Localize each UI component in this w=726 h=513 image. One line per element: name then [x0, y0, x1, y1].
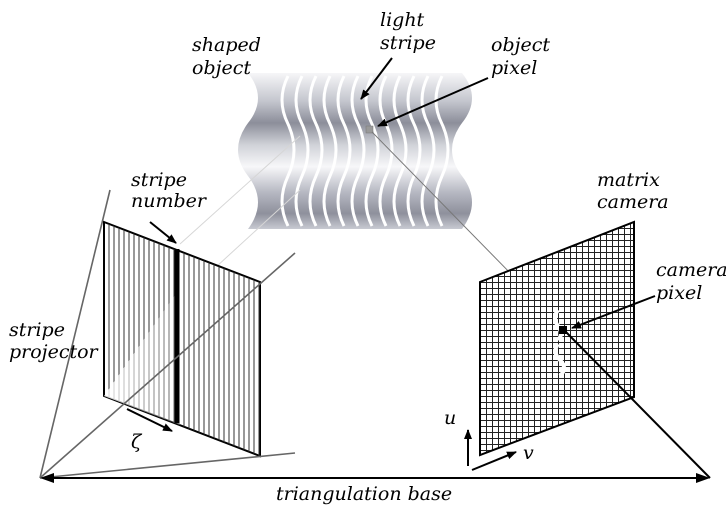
upper-faint-ray	[179, 135, 301, 245]
object-stripe	[350, 75, 366, 227]
label-stripe-projector: stripe projector	[9, 319, 100, 363]
label-shaped-object: shaped object	[192, 34, 267, 79]
triangulation-base	[40, 473, 710, 483]
projector-ray-middle	[39, 252, 296, 479]
imaged-stripe	[553, 308, 566, 378]
camera-pixel-pointer	[571, 295, 656, 329]
label-zeta: ζ	[131, 431, 143, 453]
label-u: u	[444, 407, 456, 429]
camera-pixel-ray	[563, 329, 711, 479]
projector-plane	[103, 220, 261, 458]
label-light-stripe: light stripe	[380, 9, 436, 54]
projector-ray-top	[39, 189, 111, 479]
object-pixel-marker	[365, 125, 374, 134]
label-camera-pixel: camera pixel	[656, 259, 726, 304]
camera-pixel-marker	[559, 326, 567, 334]
stripe-number-pointer	[149, 221, 177, 244]
light-sheet	[104, 288, 180, 425]
zeta-arrow	[126, 408, 173, 432]
label-triangulation-base: triangulation base	[276, 483, 452, 505]
label-matrix-camera: matrix camera	[597, 169, 669, 213]
right-arrowhead	[696, 473, 710, 483]
label-stripe-number: stripe number	[131, 169, 208, 212]
v-axis-arrow	[471, 451, 517, 471]
projector-ray-bottom	[39, 452, 296, 479]
object-stripe	[322, 75, 338, 227]
object-stripe	[406, 75, 422, 227]
shaped-object	[238, 73, 472, 229]
object-stripe	[420, 75, 436, 227]
left-arrowhead	[40, 473, 54, 483]
object-stripe	[364, 75, 380, 227]
object-stripe	[294, 75, 310, 227]
light-stripe-pointer	[360, 57, 393, 100]
object-stripe	[378, 75, 394, 227]
stripe-projector	[39, 189, 296, 479]
object-stripe	[308, 75, 324, 227]
object-pixel-pointer	[377, 77, 489, 127]
callout-arrows	[149, 57, 656, 329]
camera-sensor-frame	[479, 220, 635, 457]
object-stripe	[336, 75, 352, 227]
label-v: v	[523, 442, 534, 464]
matrix-camera	[464, 220, 711, 479]
object-stripe	[392, 75, 408, 227]
object-stripe	[280, 75, 296, 227]
label-object-pixel: object pixel	[491, 34, 556, 79]
